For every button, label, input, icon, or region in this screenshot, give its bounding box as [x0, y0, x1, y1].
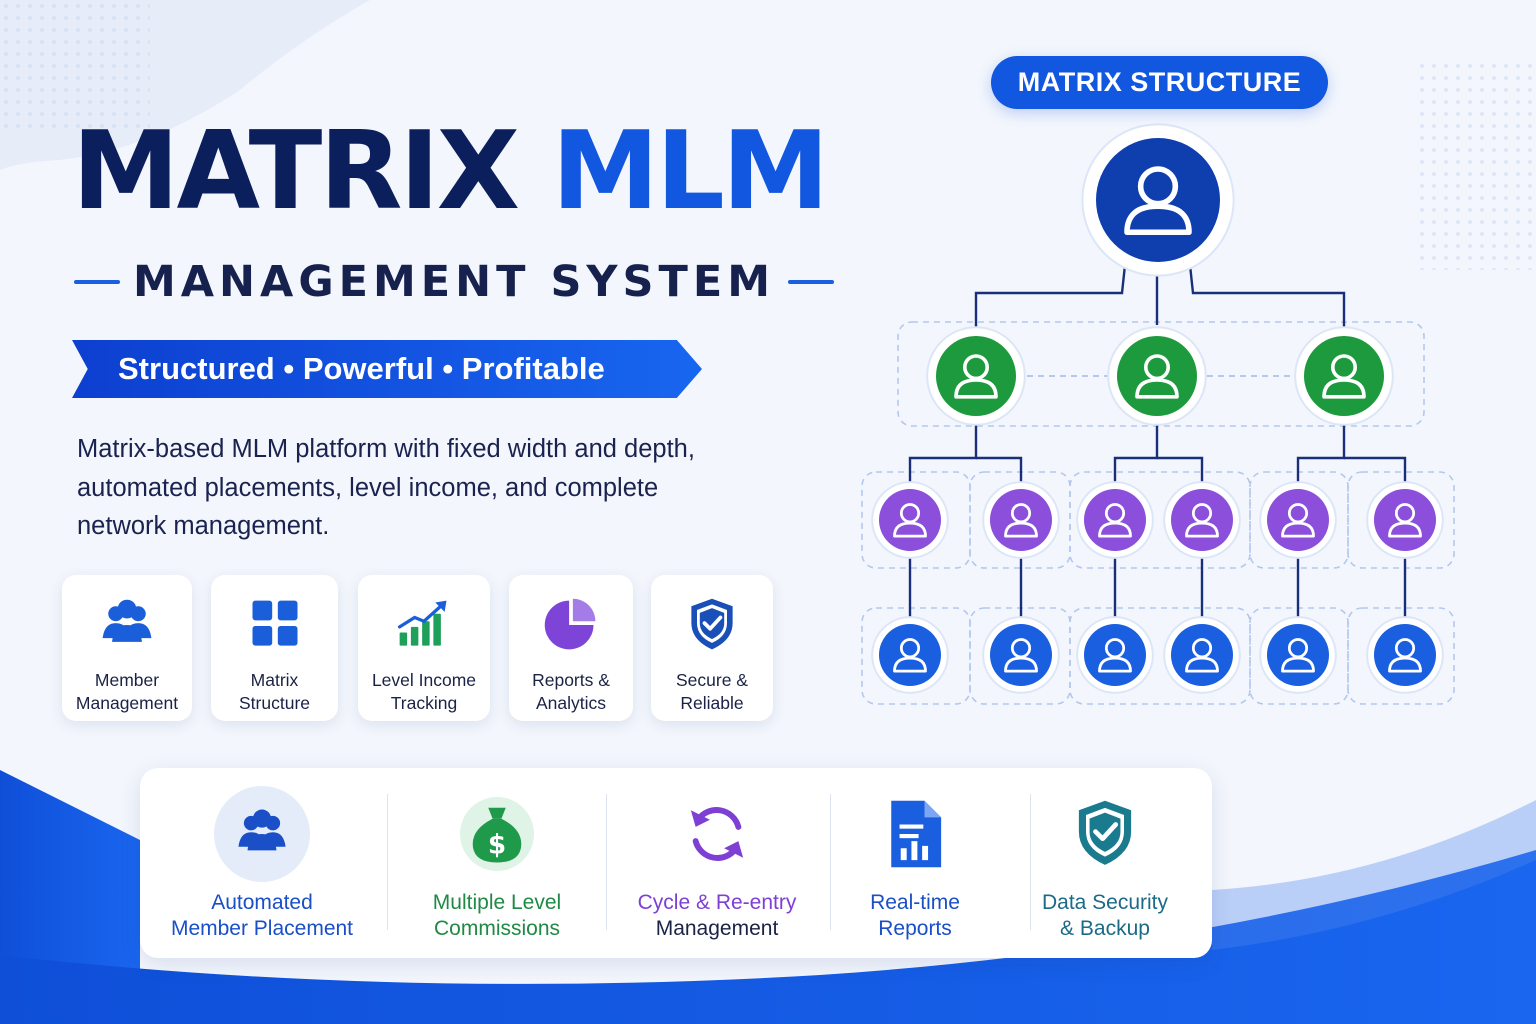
- bottom-feature-subtitle: & Backup: [1060, 917, 1150, 940]
- tree-connector: [976, 456, 1023, 490]
- tree-connector: [1296, 416, 1346, 490]
- shield-check-icon: [680, 595, 744, 655]
- feature-card: Member Management: [62, 575, 192, 721]
- feature-card-label: Level Income Tracking: [371, 670, 477, 713]
- feature-card-label: Matrix Structure: [239, 670, 310, 713]
- level-1-member-avatar: [1294, 326, 1394, 426]
- level-2-member-avatar: [1259, 481, 1337, 559]
- tree-connector: [908, 416, 978, 490]
- level-3-member-avatar: [982, 616, 1060, 694]
- subtitle-row: MANAGEMENT SYSTEM: [74, 256, 834, 308]
- title-mlm: MLM: [551, 109, 830, 234]
- level-3-member-avatar: [1163, 616, 1241, 694]
- level-3-box: [1347, 607, 1455, 705]
- feature-card: Matrix Structure: [211, 575, 338, 721]
- pie-chart-icon: [539, 595, 603, 655]
- level-2-member-avatar: [1076, 481, 1154, 559]
- users-icon: [214, 786, 310, 882]
- level-3-member-avatar: [1366, 616, 1444, 694]
- bottom-feature-subtitle: Member Placement: [170, 917, 354, 940]
- panel-divider: [830, 794, 831, 930]
- report-document-icon: [867, 786, 963, 882]
- page-title: MATRIX MLM: [72, 118, 829, 226]
- level-1-member-avatar: [926, 326, 1026, 426]
- shield-check-icon: [1057, 786, 1153, 882]
- matrix-structure-badge: MATRIX STRUCTURE: [991, 56, 1328, 109]
- tagline-ribbon: Structured • Powerful • Profitable: [72, 340, 702, 398]
- level-2-member-avatar: [1366, 481, 1444, 559]
- money-bag-icon: $: [449, 786, 545, 882]
- level-1-member-avatar: [1107, 326, 1207, 426]
- feature-card-label: Reports & Analytics: [532, 670, 610, 713]
- bottom-feature-subtitle: Reports: [878, 917, 952, 940]
- level-2-member-avatar: [871, 481, 949, 559]
- root-connector: [1188, 264, 1346, 338]
- tree-connector: [1157, 456, 1204, 490]
- bottom-feature: Data Security & Backup: [1005, 768, 1205, 958]
- level-2-member-avatar: [1163, 481, 1241, 559]
- level-3-member-avatar: [1076, 616, 1154, 694]
- bottom-feature-title: Real-time: [870, 891, 960, 914]
- title-matrix: MATRIX: [72, 109, 520, 234]
- cycle-arrows-icon: [669, 786, 765, 882]
- tree-connector: [1344, 456, 1407, 490]
- bottom-feature-title: Automated: [211, 891, 313, 914]
- tree-connector: [1113, 416, 1159, 490]
- bottom-feature-title: Cycle & Re-entry: [637, 891, 797, 914]
- description: Matrix-based MLM platform with fixed wid…: [77, 435, 695, 540]
- panel-divider: [387, 794, 388, 930]
- subtitle: MANAGEMENT SYSTEM: [132, 257, 776, 307]
- root-connector: [974, 264, 1127, 338]
- svg-text:$: $: [488, 831, 506, 861]
- grid-icon: [243, 595, 307, 655]
- panel-divider: [1030, 794, 1031, 930]
- level-2-box: [1347, 471, 1455, 569]
- tagline: Structured • Powerful • Profitable: [118, 351, 605, 386]
- bottom-feature-title: Multiple Level: [432, 891, 562, 914]
- feature-card-label: Secure & Reliable: [676, 670, 748, 713]
- feature-card: Level Income Tracking: [358, 575, 490, 721]
- subtitle-dash-left: [74, 280, 120, 284]
- users-icon: [95, 595, 159, 655]
- growth-chart-icon: [392, 595, 456, 655]
- feature-card: Reports & Analytics: [509, 575, 633, 721]
- feature-card-label: Member Management: [75, 670, 179, 713]
- level-2-member-avatar: [982, 481, 1060, 559]
- level-3-member-avatar: [1259, 616, 1337, 694]
- root-member-avatar: [1081, 123, 1235, 277]
- feature-card: Secure & Reliable: [651, 575, 773, 721]
- panel-divider: [606, 794, 607, 930]
- bottom-feature-title: Data Security: [1041, 891, 1169, 914]
- subtitle-dash-right: [788, 280, 834, 284]
- bottom-feature-subtitle: Management: [655, 917, 779, 940]
- level-3-member-avatar: [871, 616, 949, 694]
- bottom-feature-subtitle: Commissions: [433, 917, 561, 940]
